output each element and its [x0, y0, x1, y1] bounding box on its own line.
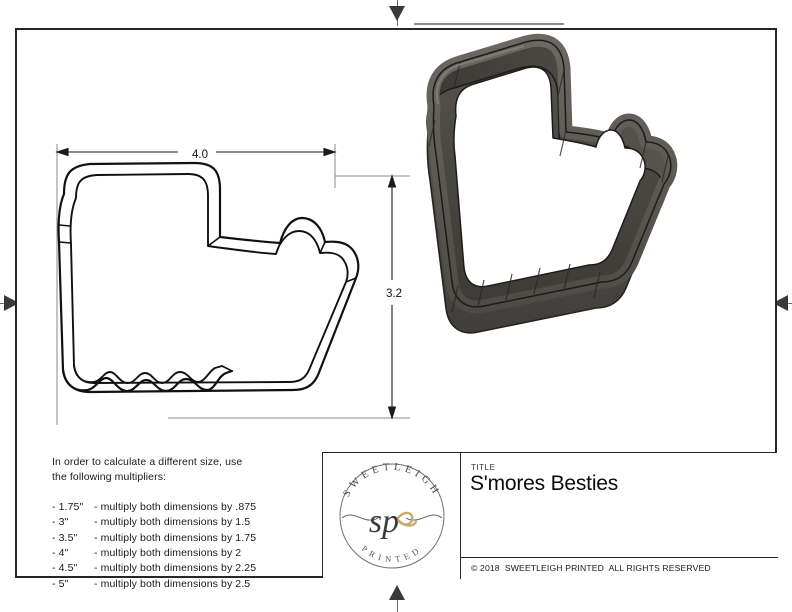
multiplier-row: - 1.75" - multiply both dimensions by .87… [52, 500, 312, 515]
multiplier-size: - 3.5" [52, 531, 78, 544]
multiplier-size: - 5" [52, 577, 69, 590]
title-field-label: TITLE [471, 463, 496, 472]
multiplier-size: - 3" [52, 516, 69, 529]
multiplier-row: - 4" - multiply both dimensions by 2 [52, 546, 312, 561]
multiplier-row: - 5" - multiply both dimensions by 2.5 [52, 577, 312, 592]
multiplier-notes: In order to calculate a different size, … [52, 455, 312, 592]
title-block: SWEETLEIGH PRINTED sp TITLE S'mores Best… [322, 452, 778, 579]
sweetleigh-printed-logo: SWEETLEIGH PRINTED sp [339, 462, 445, 569]
dimension-width-label: 4.0 [189, 149, 211, 161]
copyright-text: © 2018 SWEETLEIGH PRINTED ALL RIGHTS RES… [471, 563, 711, 573]
center-mark-bottom-icon [389, 585, 405, 600]
multiplier-text: - multiply both dimensions by 2.5 [94, 577, 251, 590]
multiplier-list: - 1.75" - multiply both dimensions by .87… [52, 500, 312, 592]
multiplier-row: - 4.5" - multiply both dimensions by 2.25 [52, 561, 312, 576]
multiplier-text: - multiply both dimensions by 2 [94, 547, 242, 560]
dimension-height-label: 3.2 [383, 288, 405, 300]
multiplier-text: - multiply both dimensions by 1.75 [94, 531, 257, 544]
multiplier-row: - 3.5" - multiply both dimensions by 1.75 [52, 531, 312, 546]
logo-monogram: sp [369, 503, 399, 540]
multiplier-text: - multiply both dimensions by 2.25 [94, 562, 257, 575]
multiplier-row: - 3" - multiply both dimensions by 1.5 [52, 515, 312, 530]
multiplier-size: - 4.5" [52, 562, 78, 575]
copyright-row: © 2018 SWEETLEIGH PRINTED ALL RIGHTS RES… [461, 557, 778, 579]
notes-intro-text: In order to calculate a different size, … [52, 456, 243, 484]
multiplier-size: - 4" [52, 547, 69, 560]
logo-cell: SWEETLEIGH PRINTED sp [323, 453, 461, 579]
title-info-cell: TITLE S'mores Besties [461, 453, 778, 579]
multiplier-size: - 1.75" [52, 500, 84, 513]
multiplier-text: - multiply both dimensions by 1.5 [94, 516, 251, 529]
product-title: S'mores Besties [470, 472, 619, 495]
cookie-cutter-3d-render [414, 23, 678, 334]
center-mark-top-icon [389, 6, 405, 21]
multiplier-text: - multiply both dimensions by .875 [94, 500, 257, 513]
cookie-cutter-outline-drawing [55, 144, 410, 425]
